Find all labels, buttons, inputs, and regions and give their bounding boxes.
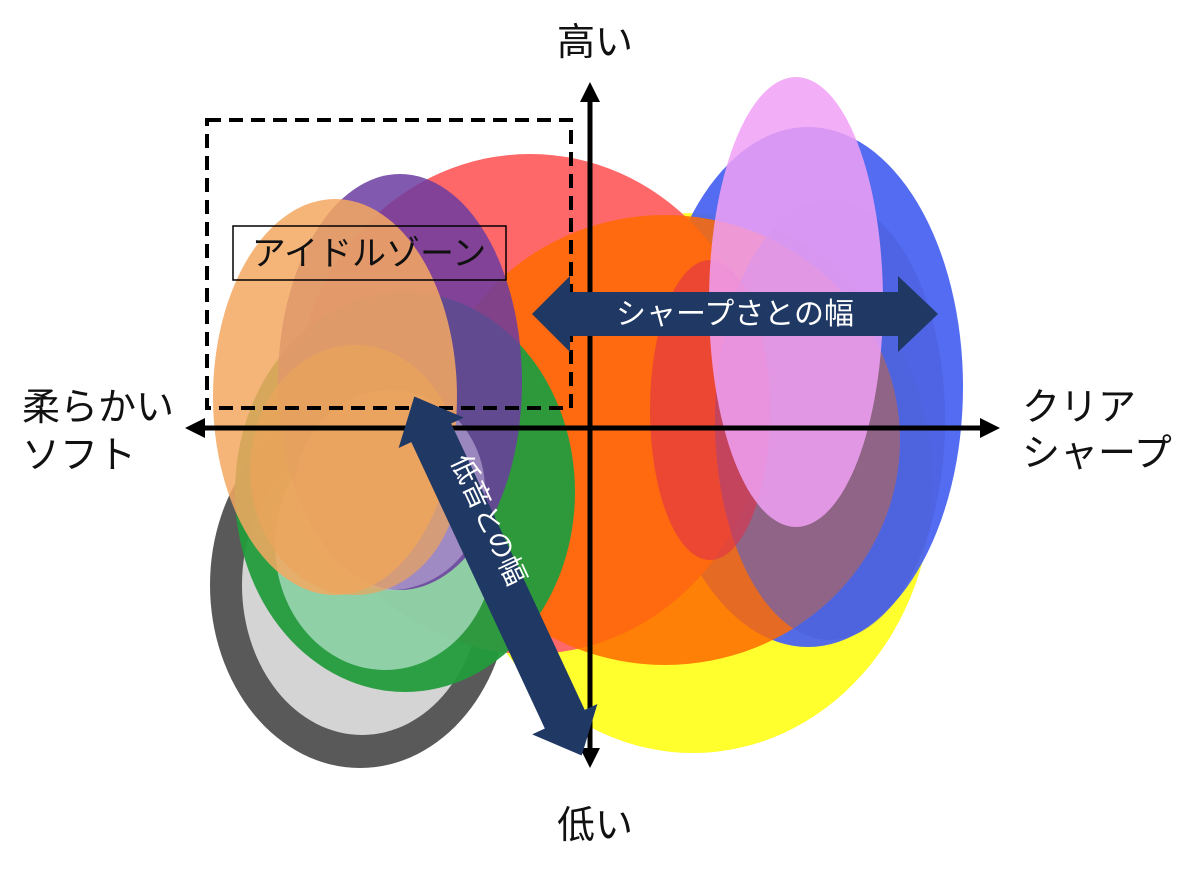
sharp-width-arrow <box>532 276 938 352</box>
idle-zone-label: アイドルゾーン <box>252 234 487 274</box>
bass-width-arrow-group <box>398 396 598 756</box>
axis-right-label-line2: シャープ <box>1022 431 1172 475</box>
idle-zone-box <box>205 118 573 410</box>
axis-left-label-line2: ソフト <box>22 433 136 477</box>
bass-width-arrow <box>398 396 598 756</box>
axis-right-label-line1: クリア <box>1022 385 1136 429</box>
idle-zone-label-box <box>232 225 507 281</box>
sharp-width-label: シャープさとの幅 <box>616 297 854 332</box>
axis-top-label: 高い <box>557 20 633 64</box>
axis-left-label-line1: 柔らかい <box>22 385 174 429</box>
axis-bottom-label: 低い <box>557 803 633 847</box>
